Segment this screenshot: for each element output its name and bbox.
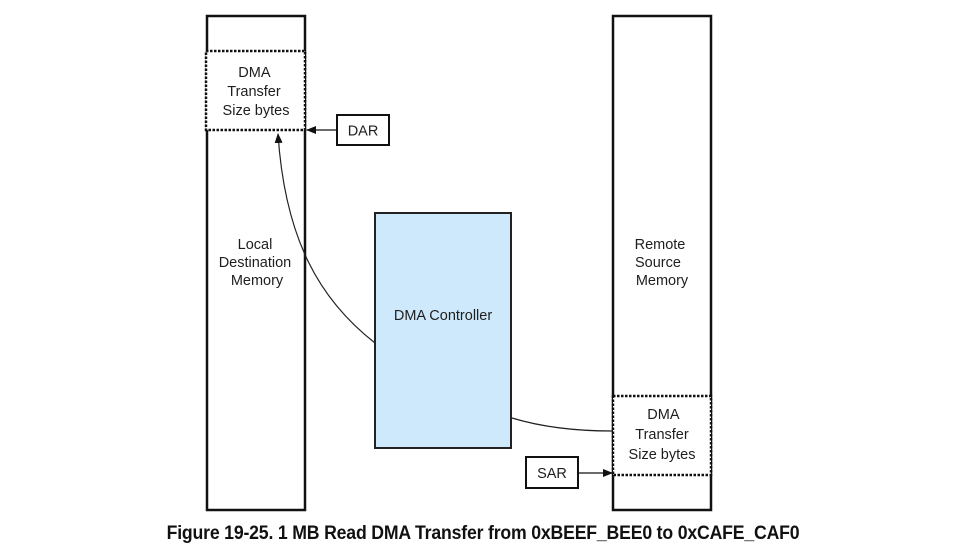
dar-pointer: DAR (306, 114, 390, 146)
local-memory-line-1: Local (238, 237, 273, 253)
local-memory-label: Local Destination Memory (219, 237, 296, 289)
local-transfer-block (204, 49, 307, 132)
dma-controller-box (374, 212, 512, 449)
remote-memory-line-3: Memory (636, 273, 689, 289)
local-transfer-block-label: DMA Transfer Size bytes (223, 65, 290, 119)
sar-pointer: SAR (525, 456, 613, 489)
remote-to-controller-connector (511, 417, 613, 432)
remote-source-memory: DMA Transfer Size bytes Remote Source Me… (611, 14, 713, 512)
remote-transfer-block-label: DMA Transfer Size bytes (629, 407, 696, 463)
sar-label: SAR (537, 466, 567, 482)
local-memory-line-3: Memory (231, 273, 284, 289)
local-memory-line-2: Destination (219, 255, 292, 271)
remote-memory-line-1: Remote (635, 237, 686, 253)
local-transfer-line-1: DMA (238, 65, 271, 81)
remote-transfer-block (611, 394, 713, 477)
local-destination-memory: DMA Transfer Size bytes Local Destinatio… (204, 14, 307, 512)
local-transfer-line-3: Size bytes (223, 103, 290, 119)
remote-transfer-line-3: Size bytes (629, 447, 696, 463)
remote-memory-line-2: Source (635, 255, 681, 271)
dar-label: DAR (348, 124, 379, 140)
remote-memory-label: Remote Source Memory (635, 237, 690, 289)
dma-controller-label: DMA Controller (394, 308, 492, 324)
controller-to-local-arrow (274, 133, 376, 344)
remote-transfer-line-2: Transfer (635, 427, 689, 443)
figure-caption: Figure 19-25. 1 MB Read DMA Transfer fro… (166, 523, 800, 544)
local-transfer-line-2: Transfer (227, 84, 281, 100)
dma-controller: DMA Controller (374, 212, 512, 449)
remote-transfer-line-1: DMA (647, 407, 680, 423)
